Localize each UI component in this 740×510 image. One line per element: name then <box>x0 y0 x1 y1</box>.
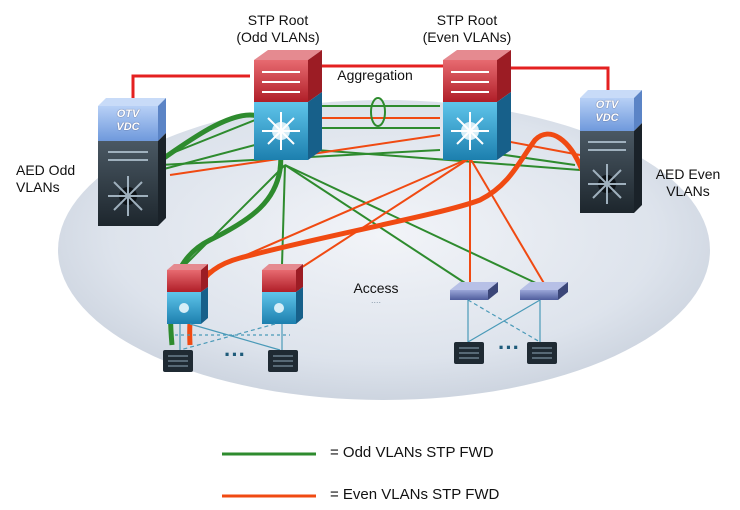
nexus-switch-icon <box>167 287 208 324</box>
even-vlan-links <box>169 134 581 286</box>
ellipsis-right: ··· <box>498 335 520 360</box>
access-dots: .... <box>370 295 381 305</box>
otv-vdc-icon <box>580 90 642 131</box>
otv-left-line1: OTV <box>116 108 140 120</box>
server-icon <box>268 350 298 372</box>
core-switch-icon <box>262 264 303 292</box>
aed-odd-label: AED Odd VLANs <box>16 162 75 196</box>
ellipsis-left: ··· <box>224 342 246 367</box>
aed-even-line1: AED Even <box>655 166 721 182</box>
otv-left-line2: VDC <box>116 121 140 133</box>
core-switch-icon <box>254 50 322 102</box>
server-icon <box>527 342 557 364</box>
otv-vdc-left-label: OTV VDC <box>98 108 158 134</box>
otv-right-line2: VDC <box>595 112 619 124</box>
otv-right-line1: OTV <box>595 99 619 111</box>
aggregation-links <box>316 97 440 129</box>
access-label: Access <box>353 280 399 296</box>
stp-root-even-line1: STP Root <box>436 12 498 28</box>
server-icon <box>163 350 193 372</box>
stp-root-odd-label: STP Root (Odd VLANs) <box>218 12 338 46</box>
stp-root-odd-line1: STP Root <box>247 12 309 28</box>
aed-odd-line2: VLANs <box>16 179 60 195</box>
otv-vdc-right-label: OTV VDC <box>580 99 634 125</box>
dark-switch-icon <box>580 123 642 213</box>
nexus-switch-icon <box>254 92 322 160</box>
red-links <box>131 64 610 100</box>
aggregation-label: Aggregation <box>337 67 413 83</box>
stp-root-even-label: STP Root (Even VLANs) <box>405 12 529 46</box>
aed-even-line2: VLANs <box>666 183 710 199</box>
core-switch-icon <box>167 264 208 292</box>
legend-even-text: = Even VLANs STP FWD <box>330 486 500 503</box>
nexus-switch-icon <box>443 92 511 160</box>
nexus-switch-icon <box>262 287 303 324</box>
server-icon <box>454 342 484 364</box>
access-switch-icon <box>450 282 498 300</box>
legend-odd-text: = Odd VLANs STP FWD <box>330 444 494 461</box>
dark-switch-icon <box>98 133 166 226</box>
aed-odd-line1: AED Odd <box>16 162 76 178</box>
core-switch-icon <box>443 50 511 102</box>
otv-vdc-icon <box>98 98 166 141</box>
aed-even-label: AED Even VLANs <box>650 166 726 200</box>
stp-root-odd-line2: (Odd VLANs) <box>236 29 320 45</box>
network-cloud <box>58 100 710 400</box>
access-switch-icon <box>520 282 568 300</box>
server-links <box>175 299 541 351</box>
stp-root-even-line2: (Even VLANs) <box>422 29 512 45</box>
